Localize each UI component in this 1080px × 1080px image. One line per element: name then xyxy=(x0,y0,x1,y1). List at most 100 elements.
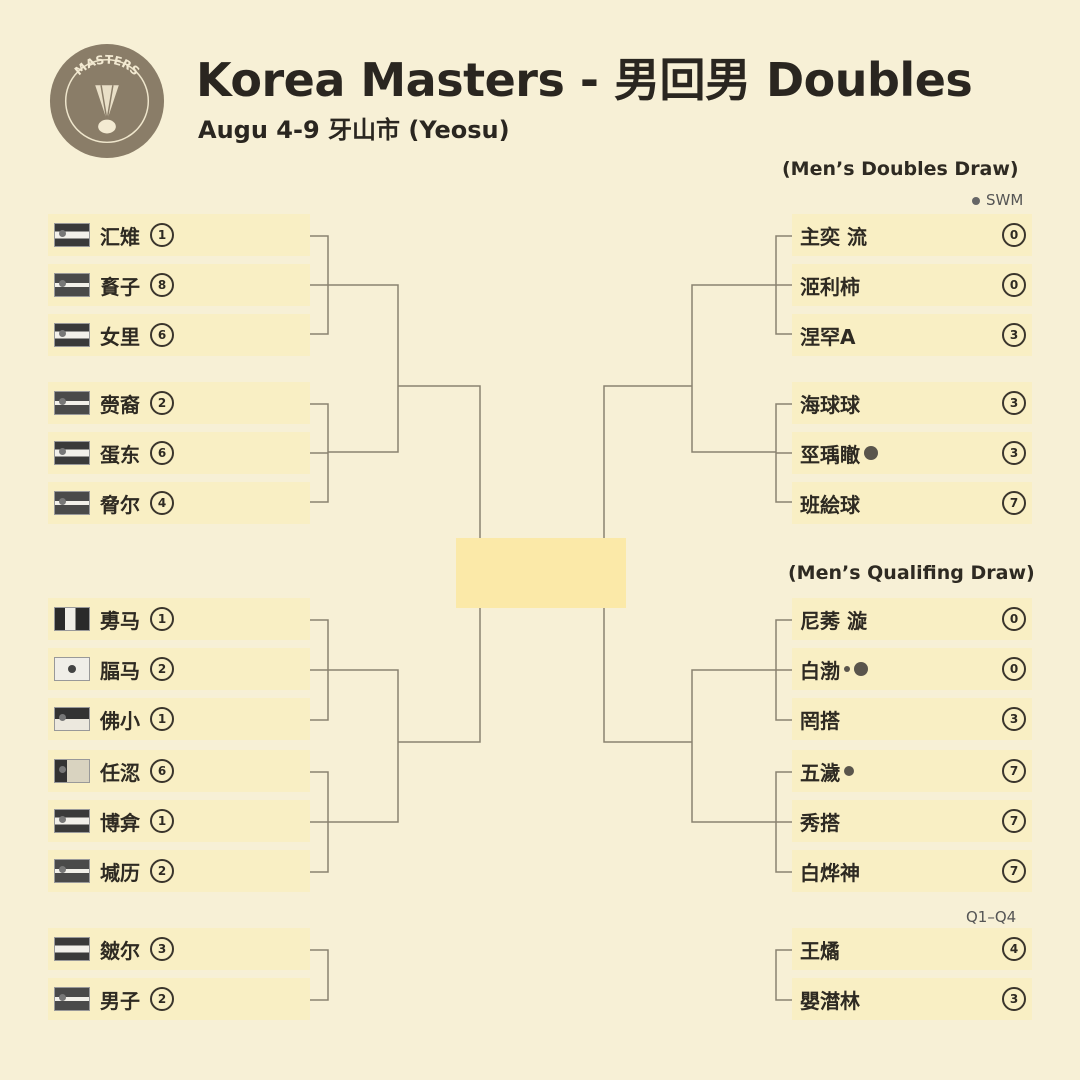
team-name: 秀搭 xyxy=(800,810,840,835)
shuttlecock-icon xyxy=(95,85,119,134)
team-name: 尼莠 漩 xyxy=(800,608,867,633)
team-name: 女里 xyxy=(100,324,140,349)
legend-dot-icon xyxy=(972,196,980,205)
right-entry[interactable]: 巠瑀瞮 3 xyxy=(792,432,1032,474)
legend-label: SWM xyxy=(986,191,1024,209)
flag-icon xyxy=(54,273,90,297)
team-name: 涅罕A xyxy=(800,324,856,349)
right-entry[interactable]: 五濊 7 xyxy=(792,750,1032,792)
seed-badge: 6 xyxy=(150,323,174,347)
flag-icon xyxy=(54,657,90,681)
right-entry[interactable]: 涅罕A 3 xyxy=(792,314,1032,356)
left-entry[interactable]: 男子 2 xyxy=(48,978,310,1020)
page-title: Korea Masters - 男回男 Doubles xyxy=(196,53,973,107)
team-name: 腷马 xyxy=(100,658,140,683)
seed-badge: 2 xyxy=(150,859,174,883)
flag-icon xyxy=(54,859,90,883)
flag-icon xyxy=(54,323,90,347)
left-entry[interactable]: 賌子 8 xyxy=(48,264,310,306)
team-name: 堿历 xyxy=(100,860,140,885)
seed-badge: 3 xyxy=(1002,987,1026,1011)
team-name: 男子 xyxy=(100,988,140,1013)
team-name: 巠瑀瞮 xyxy=(800,442,860,467)
doubles-draw-label: (Men’s Doubles Draw) xyxy=(782,158,1019,180)
flag-icon xyxy=(54,937,90,961)
seed-badge: 7 xyxy=(1002,759,1026,783)
right-entry[interactable]: 主奕 流 0 xyxy=(792,214,1032,256)
flag-icon xyxy=(54,607,90,631)
seed-badge: 4 xyxy=(1002,937,1026,961)
left-entry[interactable]: 皴尔 3 xyxy=(48,928,310,970)
page-subtitle: Augu 4-9 牙山市 (Yeosu) xyxy=(198,116,510,144)
right-entry[interactable]: 嬰澘林 3 xyxy=(792,978,1032,1020)
left-entry[interactable]: 汇雉 1 xyxy=(48,214,310,256)
left-entry[interactable]: 任涊 6 xyxy=(48,750,310,792)
left-entry[interactable]: 佛小 1 xyxy=(48,698,310,740)
final-match-box[interactable] xyxy=(456,538,626,608)
flag-icon xyxy=(54,707,90,731)
team-name: 海球球 xyxy=(800,392,860,417)
seed-badge: 0 xyxy=(1002,607,1026,631)
team-name: 赍裔 xyxy=(100,392,140,417)
left-entry[interactable]: 蛋东 6 xyxy=(48,432,310,474)
seed-badge: 4 xyxy=(150,491,174,515)
seed-badge: 2 xyxy=(150,391,174,415)
seed-badge: 0 xyxy=(1002,657,1026,681)
team-name: 賌子 xyxy=(100,274,140,299)
left-entry[interactable]: 腷马 2 xyxy=(48,648,310,690)
swm-marker-icon xyxy=(844,766,854,776)
left-entry[interactable]: 脅尔 4 xyxy=(48,482,310,524)
swm-marker-icon xyxy=(864,446,878,460)
seed-badge: 6 xyxy=(150,441,174,465)
team-name: 佛小 xyxy=(100,708,140,733)
left-entry[interactable]: 女里 6 xyxy=(48,314,310,356)
right-entry[interactable]: 班絵球 7 xyxy=(792,482,1032,524)
team-name: 白烨神 xyxy=(800,860,860,885)
team-name: 洍利柿 xyxy=(800,274,860,299)
right-entry[interactable]: 罔搭 3 xyxy=(792,698,1032,740)
seed-badge: 3 xyxy=(150,937,174,961)
seed-badge: 2 xyxy=(150,987,174,1011)
team-name: 主奕 流 xyxy=(800,224,867,249)
right-entry[interactable]: 白烨神 7 xyxy=(792,850,1032,892)
team-name: 脅尔 xyxy=(100,492,140,517)
right-entry[interactable]: 秀搭 7 xyxy=(792,800,1032,842)
qualifier-range-label: Q1–Q4 xyxy=(966,908,1017,926)
seed-badge: 3 xyxy=(1002,391,1026,415)
team-name: 任涊 xyxy=(100,760,140,785)
flag-icon xyxy=(54,987,90,1011)
seed-badge: 2 xyxy=(150,657,174,681)
team-name: 旉马 xyxy=(100,608,140,633)
small-marker-icon xyxy=(844,666,850,672)
team-name: 班絵球 xyxy=(800,492,860,517)
left-entry[interactable]: 堿历 2 xyxy=(48,850,310,892)
left-entry[interactable]: 旉马 1 xyxy=(48,598,310,640)
seed-badge: 3 xyxy=(1002,441,1026,465)
left-entry[interactable]: 赍裔 2 xyxy=(48,382,310,424)
team-name: 嬰澘林 xyxy=(800,988,860,1013)
right-entry[interactable]: 尼莠 漩 0 xyxy=(792,598,1032,640)
right-entry[interactable]: 白渤 0 xyxy=(792,648,1032,690)
seed-badge: 8 xyxy=(150,273,174,297)
seed-badge: 6 xyxy=(150,759,174,783)
flag-icon xyxy=(54,441,90,465)
seed-badge: 1 xyxy=(150,809,174,833)
flag-icon xyxy=(54,223,90,247)
flag-icon xyxy=(54,809,90,833)
seed-badge: 7 xyxy=(1002,859,1026,883)
seed-badge: 0 xyxy=(1002,223,1026,247)
seed-badge: 3 xyxy=(1002,707,1026,731)
right-entry[interactable]: 王燏 4 xyxy=(792,928,1032,970)
right-entry[interactable]: 洍利柿 0 xyxy=(792,264,1032,306)
legend: SWM xyxy=(972,191,1023,209)
qualifying-draw-label: (Men’s Qualifing Draw) xyxy=(788,562,1035,584)
seed-badge: 1 xyxy=(150,707,174,731)
seed-badge: 7 xyxy=(1002,809,1026,833)
left-entry[interactable]: 博弇 1 xyxy=(48,800,310,842)
team-name: 罔搭 xyxy=(800,708,840,733)
seed-badge: 1 xyxy=(150,607,174,631)
team-name: 蛋东 xyxy=(100,442,140,467)
right-entry[interactable]: 海球球 3 xyxy=(792,382,1032,424)
flag-icon xyxy=(54,391,90,415)
